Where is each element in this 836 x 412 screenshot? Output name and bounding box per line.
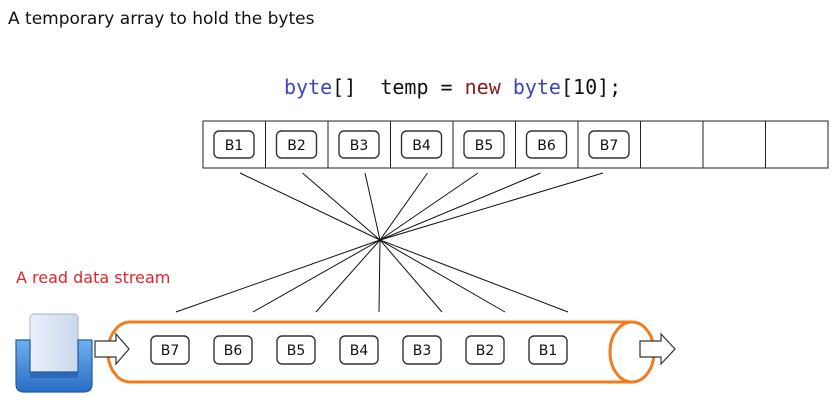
stream-byte-label: B7 xyxy=(161,343,180,359)
stream-byte: B1 xyxy=(528,335,568,365)
array-cell: B6 xyxy=(515,120,579,169)
code-type-keyword: byte xyxy=(284,75,333,99)
stream-byte-label: B5 xyxy=(287,343,306,359)
inbox-tray-icon xyxy=(15,313,93,393)
pipe-body xyxy=(106,320,656,384)
connection-line xyxy=(379,172,479,241)
array-cell: B5 xyxy=(452,120,516,169)
connection-line xyxy=(378,239,381,313)
code-line: byte[] temp = new byte[10]; xyxy=(284,75,621,99)
connection-line xyxy=(379,172,541,241)
array-cell xyxy=(765,120,829,169)
connection-line xyxy=(379,239,443,313)
stream-byte-label: B2 xyxy=(476,343,495,359)
code-new-keyword: new xyxy=(464,75,501,99)
stream-byte-label: B3 xyxy=(413,343,432,359)
byte-array: B1 B2 B3 B4 B5 B6 B7 xyxy=(202,120,829,169)
stream-byte: B5 xyxy=(276,335,316,365)
stream-byte: B2 xyxy=(465,335,505,365)
stream-label: A read data stream xyxy=(16,268,171,287)
array-cell: B3 xyxy=(327,120,391,169)
connection-line xyxy=(379,172,604,241)
connection-lines xyxy=(175,172,604,313)
stream-byte: B3 xyxy=(402,335,442,365)
array-cell-label: B7 xyxy=(600,138,619,154)
array-cell xyxy=(702,120,766,169)
connection-line xyxy=(175,239,381,313)
array-cell: B2 xyxy=(265,120,329,169)
stream-byte: B7 xyxy=(150,335,190,365)
array-cell-label: B1 xyxy=(225,138,244,154)
connection-line xyxy=(239,172,381,241)
code-variable: temp = xyxy=(356,75,465,99)
array-cell: B1 xyxy=(202,120,266,169)
connection-line xyxy=(315,239,381,313)
stream-byte: B6 xyxy=(213,335,253,365)
stream-bytes: B7 B6 B5 B4 B3 B2 B1 xyxy=(150,335,568,365)
stream-byte-label: B4 xyxy=(350,343,369,359)
array-cell-label: B2 xyxy=(287,138,306,154)
array-cell-label: B6 xyxy=(537,138,556,154)
connection-line xyxy=(252,239,381,313)
array-cell-label: B4 xyxy=(412,138,431,154)
pipe-inner-rim xyxy=(608,320,633,384)
code-size: [10]; xyxy=(560,75,622,99)
stream-byte-label: B1 xyxy=(539,343,558,359)
array-cell xyxy=(640,120,704,169)
stream-byte-label: B6 xyxy=(224,343,243,359)
stream-byte: B4 xyxy=(339,335,379,365)
array-cell-label: B5 xyxy=(475,138,494,154)
connection-line xyxy=(364,172,381,241)
diagram-title: A temporary array to hold the bytes xyxy=(8,9,315,29)
connection-line xyxy=(379,239,569,313)
code-type-keyword-2: byte xyxy=(512,75,561,99)
array-cell: B4 xyxy=(390,120,454,169)
right-arrow-icon xyxy=(94,332,130,366)
code-brackets: [] xyxy=(332,75,357,99)
data-stream-pipe xyxy=(106,320,656,384)
connection-line xyxy=(302,172,381,241)
connection-line xyxy=(379,239,506,313)
array-cell-label: B3 xyxy=(350,138,369,154)
array-cell: B7 xyxy=(577,120,641,169)
right-arrow-icon xyxy=(639,332,676,366)
connection-line xyxy=(379,172,428,241)
